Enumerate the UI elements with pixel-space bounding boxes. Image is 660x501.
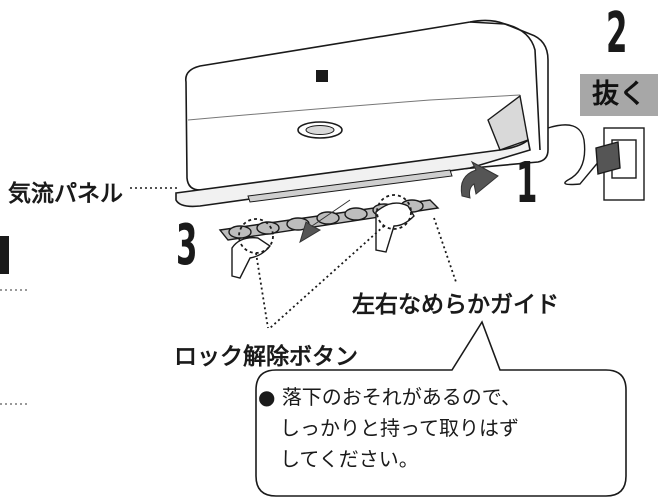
note-callout — [255, 320, 627, 497]
arrow-lift — [460, 160, 499, 199]
aircon-unit — [184, 19, 549, 191]
lock-leader-2 — [269, 225, 385, 329]
note-line-2: しっかりと持って取りはず — [258, 413, 618, 444]
step-1-number: 1 — [516, 151, 538, 216]
lock-release-label: ロック解除ボタン — [174, 344, 358, 370]
note-line-3: してください。 — [258, 444, 618, 475]
vent-slot — [247, 169, 453, 203]
step-2-number: 2 — [606, 1, 628, 66]
unplug-badge: 抜く — [580, 74, 658, 116]
slide-guide-label: 左右なめらかガイド — [352, 292, 559, 318]
note-text-1: 落下のおそれがあるので、 — [281, 385, 522, 409]
note-text-2: しっかりと持って取りはず — [280, 416, 519, 440]
lock-leader-1 — [255, 252, 269, 329]
power-cord-outlet — [547, 124, 645, 201]
note-text-3: してください。 — [280, 447, 419, 471]
note-bullet: ● — [258, 385, 276, 409]
airflow-panel — [175, 138, 531, 208]
left-edge-fragment — [0, 236, 9, 274]
airflow-panel-label: 気流パネル — [8, 181, 123, 207]
guide-leader — [433, 217, 457, 283]
lock-circle-right — [376, 194, 412, 230]
step-3-number: 3 — [176, 213, 198, 278]
note-line-1: ● 落下のおそれがあるので、 — [258, 382, 618, 413]
caution-note: ● 落下のおそれがあるので、 しっかりと持って取りはず してください。 — [258, 382, 618, 475]
airflow-panel-side — [487, 94, 529, 151]
arrow-down-left — [299, 199, 351, 244]
